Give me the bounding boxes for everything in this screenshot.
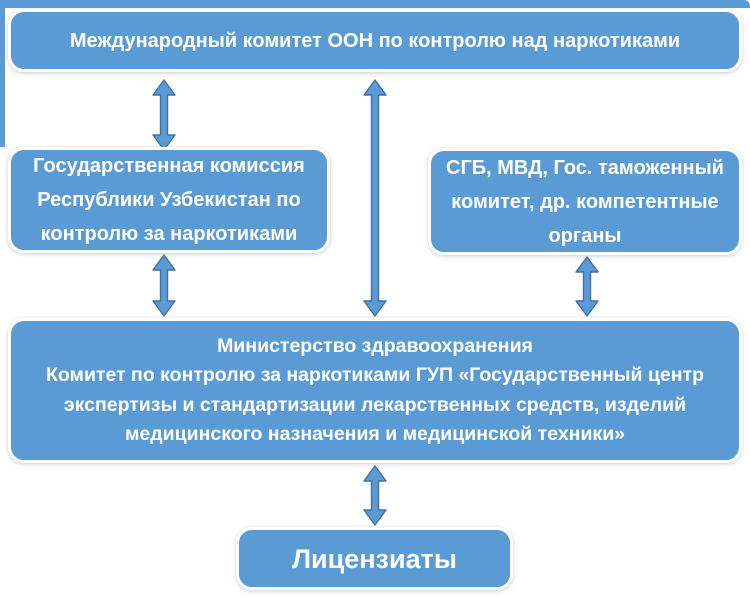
double-arrow-icon	[363, 79, 387, 317]
node-health-ministry-label: Министерство здравоохранения Комитет по …	[45, 334, 705, 446]
node-security-bodies: СГБ, МВД, Гос. таможенный комитет, др. к…	[428, 148, 742, 255]
node-licensees: Лицензиаты	[236, 527, 513, 590]
double-arrow-icon	[152, 254, 176, 317]
node-licensees-label: Лицензиаты	[292, 543, 457, 574]
frame-left-edge	[0, 0, 5, 147]
node-un-committee-label: Международный комитет ООН по контролю на…	[69, 29, 681, 52]
node-state-commission-label: Государственная комиссия Республики Узбе…	[33, 155, 305, 245]
node-state-commission: Государственная комиссия Республики Узбе…	[8, 147, 330, 253]
double-arrow-icon	[152, 79, 176, 151]
double-arrow-icon	[363, 465, 387, 526]
node-health-ministry: Министерство здравоохранения Комитет по …	[8, 318, 742, 463]
double-arrow-icon	[575, 256, 599, 317]
node-un-committee: Международный комитет ООН по контролю на…	[8, 9, 742, 72]
frame-top-edge	[0, 0, 750, 8]
node-security-bodies-label: СГБ, МВД, Гос. таможенный комитет, др. к…	[446, 156, 724, 247]
